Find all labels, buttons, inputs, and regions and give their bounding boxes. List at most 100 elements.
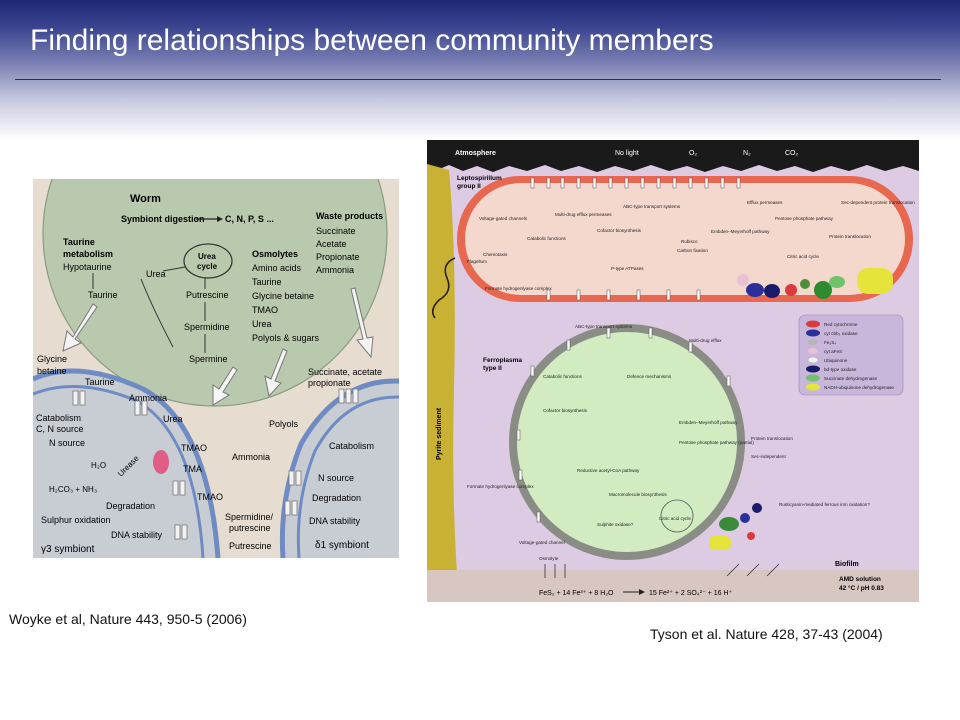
reaction-right: 15 Fe²⁺ + 2 SO₄²⁻ + 16 H⁺ (649, 590, 733, 597)
osmolyte-0: Amino acids (252, 263, 302, 273)
lepto-fn-1: Catabolic functions (527, 236, 567, 241)
delta1-cell (282, 380, 399, 558)
succinate-acetate-1: Succinate, acetate (308, 367, 382, 377)
h2o-label: H₂O (91, 461, 106, 470)
sediment-label: Pyrite sediment (436, 407, 443, 460)
lepto-fn-11: Voltage-gated channels (479, 216, 528, 221)
legend-0: Red cytochrome (824, 322, 858, 327)
atmosphere-label: Atmosphere (455, 150, 496, 157)
leptospirillum-inner (465, 183, 905, 295)
tma-label: TMA (183, 464, 202, 474)
spermine-label: Spermine (189, 354, 228, 364)
lepto-fn-10: Formate hydrogenlyase complex (485, 286, 552, 291)
ferroplasma-inner (517, 332, 737, 552)
top-label-3: CO₂ (785, 150, 799, 157)
gamma3-cell (33, 371, 218, 558)
osmolyte-4: Urea (252, 319, 272, 329)
n-source-label: N source (49, 438, 85, 448)
urea-cycle-1: Urea (198, 252, 216, 261)
gamma3-label: γ3 symbiont (41, 544, 95, 555)
spermidine-label: Spermidine (184, 322, 230, 332)
legend-2: Fe₅S₄ (824, 340, 836, 345)
osmolyte-3: TMAO (252, 305, 278, 315)
ferro-fn-8: Sec-independent (751, 454, 786, 459)
taurine-metabolism-1: Taurine (63, 237, 95, 247)
h2co3-label: H₂CO₃ + NH₃ (49, 485, 97, 494)
waste-2: Propionate (316, 252, 360, 262)
lepto-label-1: Leptospirillum (457, 175, 502, 182)
putrescine-right-label: Putrescine (229, 541, 272, 551)
legend-5: bd-type oxidase (824, 367, 857, 372)
worm-heading: Worm (130, 193, 161, 205)
ammonia-sym-label: Ammonia (129, 393, 167, 403)
dna-stability-right-label: DNA stability (309, 516, 361, 526)
lepto-fn-2: Multi-drug efflux permeases (555, 212, 612, 217)
lepto-label-2: group II (457, 183, 481, 190)
lepto-fn-4: Embden–Meyerhoff pathway (711, 229, 770, 234)
flux-arrows (544, 563, 780, 578)
amd-solution-band (427, 570, 919, 602)
amd-solution-1: AMD solution (839, 576, 881, 583)
spermidine-putrescine-2: putrescine (229, 523, 271, 533)
hypotaurine-label: Hypotaurine (63, 262, 112, 272)
top-label-1: O₂ (689, 150, 697, 157)
flagellum (431, 257, 456, 319)
reaction-left: FeS₂ + 14 Fe³⁺ + 8 H₂O (539, 590, 614, 597)
waste-0: Succinate (316, 226, 356, 236)
lepto-fn-0: Cofactor biosynthesis (597, 228, 642, 233)
osmolytes-heading: Osmolytes (252, 249, 298, 259)
ferro-complexes (709, 503, 762, 550)
catabolism-cn-1: Catabolism (36, 413, 81, 423)
lepto-fn-12: Flagellum (467, 259, 487, 264)
putrescine-worm-label: Putrescine (186, 290, 229, 300)
ferro-fn-12: Voltage-gated channel (519, 540, 565, 545)
glycine-betaine-1: Glycine (37, 354, 67, 364)
lepto-fn-7: Citric acid cycle (787, 254, 819, 259)
osmolyte-1: Taurine (252, 277, 282, 287)
ferro-fn-4: Multi-drug efflux (689, 338, 722, 343)
ferro-citric-cycle (660, 499, 694, 533)
degradation-label: Degradation (106, 501, 155, 511)
legend-7: NADH-ubiquinone dehydrogenase (824, 385, 894, 390)
ferro-fn-6: Pentose phosphate pathway (partial) (679, 440, 754, 445)
lepto-fn-9: Rubisco (681, 239, 698, 244)
tmao-right-label: TMAO (197, 492, 223, 502)
delta1-label: δ1 symbiont (315, 540, 369, 551)
taurine-worm-label: Taurine (88, 290, 118, 300)
symbiont-digestion-label: Symbiont digestion (121, 214, 205, 224)
urea-worm-label: Urea (146, 269, 166, 279)
amd-biofilm-diagram: Atmosphere No light O₂ N₂ CO₂ Pyrite sed… (427, 140, 919, 602)
top-label-2: N₂ (743, 150, 751, 157)
ferro-fn-1: Defence mechanisms (627, 374, 672, 379)
lepto-fn-13: Chemotaxis (483, 252, 508, 257)
legend-3: cyt aFeS (824, 349, 842, 354)
degradation-right-label: Degradation (312, 493, 361, 503)
ferro-fn-10: Reductive acetyl-CoA pathway (577, 468, 640, 473)
taurine-metabolism-2: metabolism (63, 249, 113, 259)
title-divider (15, 79, 941, 80)
ferro-fn-14: Sulphite oxidase? (597, 522, 634, 527)
tmao-transporter (153, 450, 169, 474)
succinate-acetate-2: propionate (308, 378, 351, 388)
ferro-fn-3: ABC-type transport systems (575, 324, 633, 329)
lepto-fn-15: Efflux permeases (747, 200, 783, 205)
spermidine-putrescine-1: Spermidine/ (225, 512, 274, 522)
worm-cell (42, 179, 388, 407)
ferro-fn-15: Macromolecule biosynthesis (609, 492, 667, 497)
ferro-fn-5: Embden–Meyerhoff pathway (679, 420, 738, 425)
ferro-label-1: Ferroplasma (483, 357, 522, 364)
polyols-label: Polyols (269, 419, 299, 429)
lepto-complexes (737, 268, 893, 299)
legend-4: Ubiquinone (824, 358, 848, 363)
ferro-fn-0: Catabolic functions (543, 374, 583, 379)
biofilm-label: Biofilm (835, 561, 859, 568)
urea-sym-label: Urea (163, 414, 183, 424)
urea-cycle-circle (183, 243, 233, 279)
lepto-fn-5: Pentose phosphate pathway (775, 216, 834, 221)
tmao-label: TMAO (181, 443, 207, 453)
title-banner (0, 0, 960, 140)
taurine-sym-label: Taurine (85, 377, 115, 387)
lepto-fn-14: Sec-dependent protein translocation (841, 200, 915, 205)
lepto-fn-16: P-type ATPases (611, 266, 644, 271)
osmolyte-5: Polyols & sugars (252, 333, 320, 343)
